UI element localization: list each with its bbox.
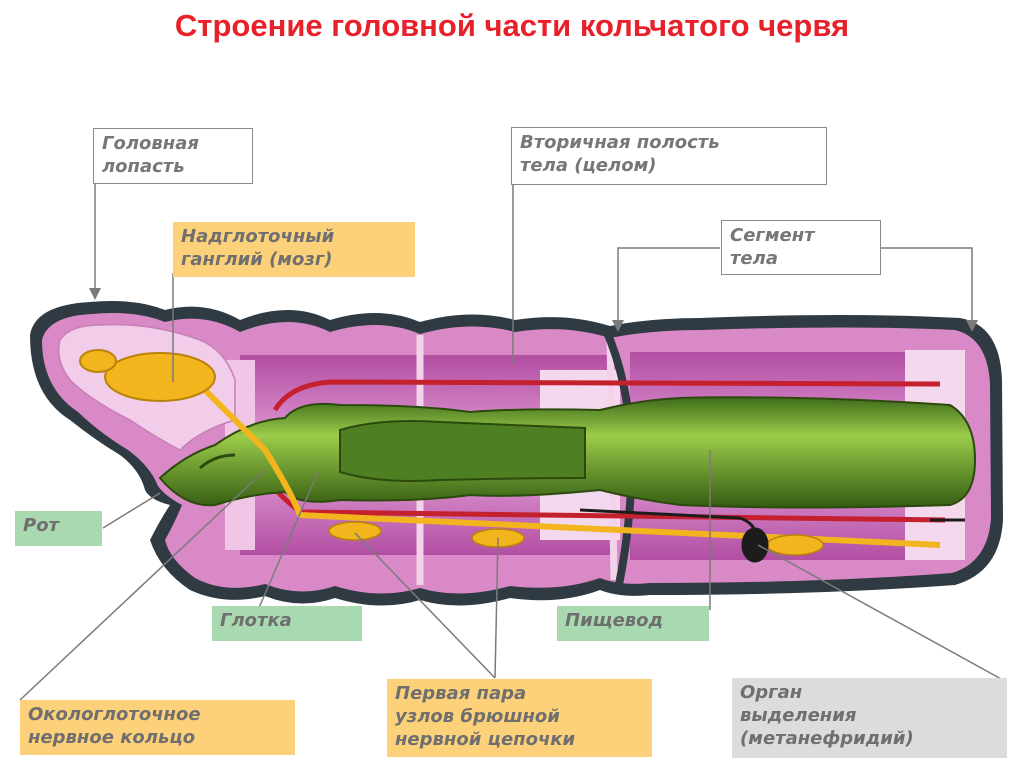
gut (158, 396, 977, 509)
page-title: Строение головной части кольчатого червя (174, 8, 850, 43)
ganglion-brain (104, 352, 216, 402)
label-pharynx: Глотка (212, 606, 362, 641)
nervous-system (79, 349, 941, 556)
metanephridium (579, 508, 965, 563)
label-esophagus: Пищевод (557, 606, 709, 641)
nerve-node-1 (328, 521, 382, 541)
pointer-lines (19, 182, 1004, 701)
nerve-node-3 (766, 534, 824, 556)
pointer-arrowheads (89, 288, 978, 332)
label-mouth: Рот (15, 511, 102, 546)
